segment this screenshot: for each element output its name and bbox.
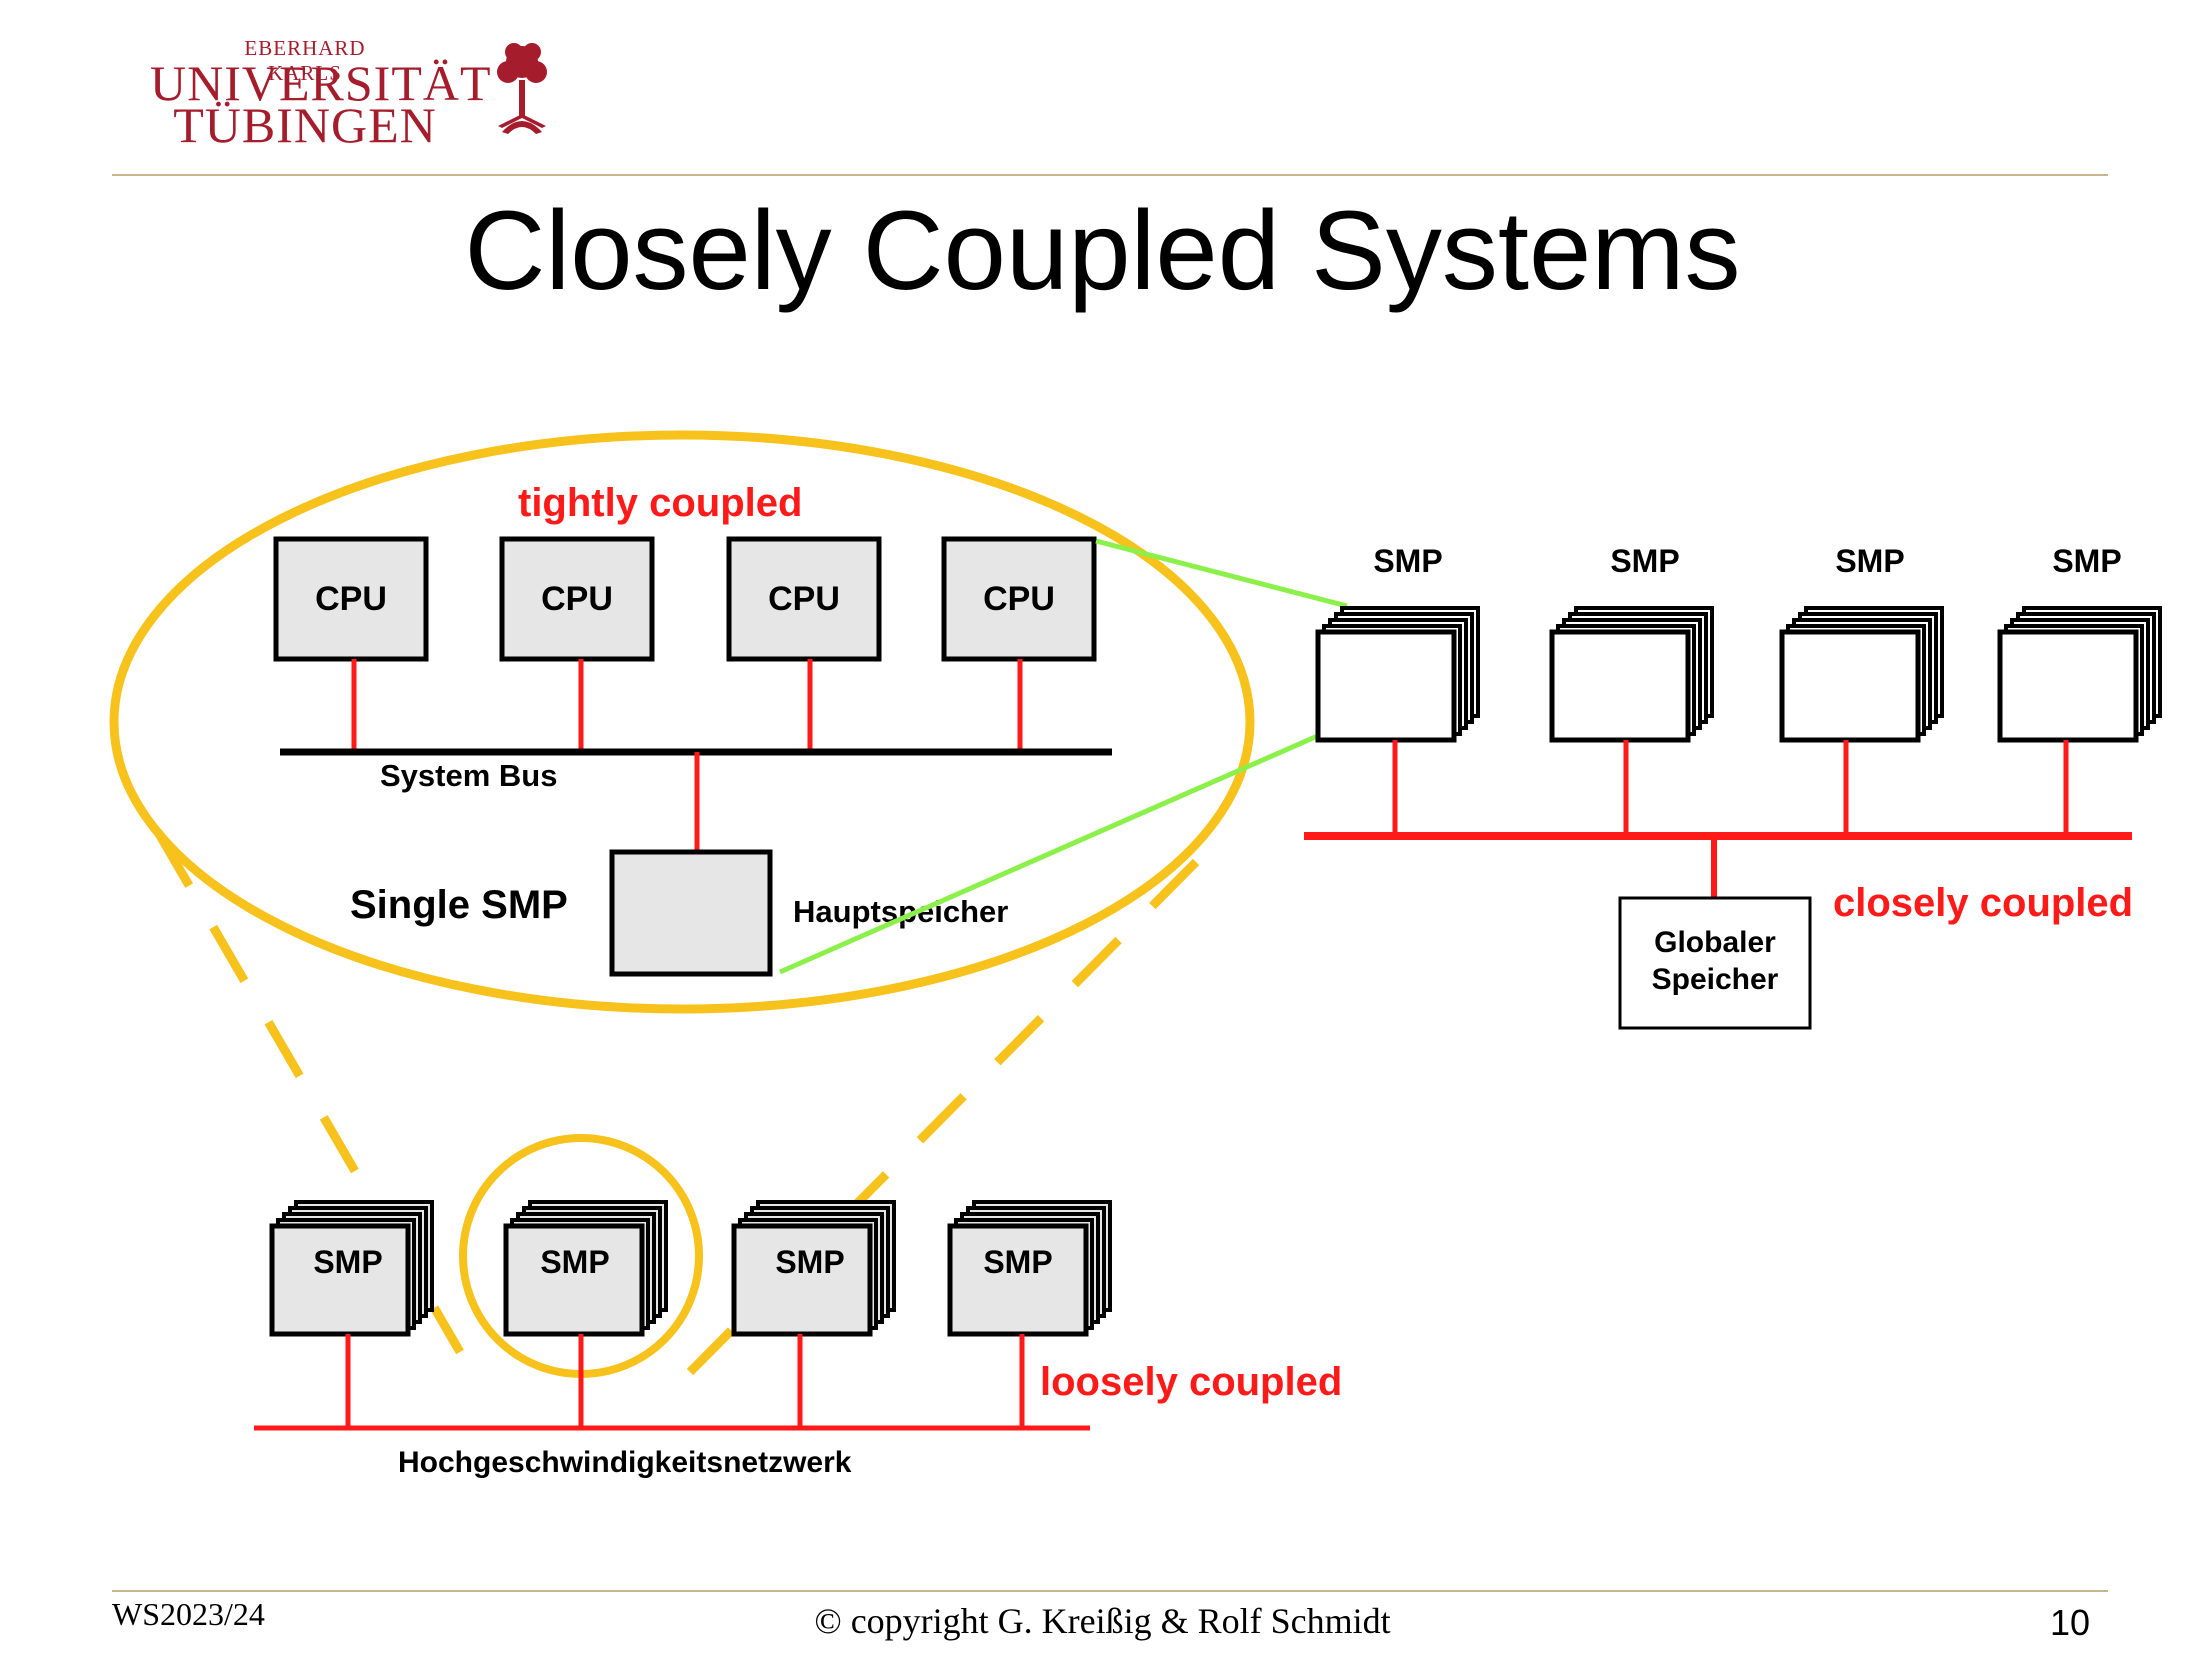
logo-university-name: UNIVERSITÄT	[150, 55, 492, 111]
cpu-box-1	[273, 536, 429, 662]
cpu-box-4	[941, 536, 1097, 662]
closely-smp-label-2: SMP	[1610, 543, 1679, 579]
page-number: 10	[2049, 1602, 2090, 1643]
cpu-label-2: CPU	[541, 580, 613, 618]
header-divider	[112, 174, 2108, 176]
single-smp-label: Single SMP	[350, 883, 568, 927]
closely-smp-node-2	[1552, 608, 1712, 740]
tight-coupling-ellipse	[109, 430, 1255, 1014]
green-link-bottom	[778, 731, 1324, 975]
cpu-label-1: CPU	[315, 580, 387, 618]
footer-copyright: © copyright G. Kreißig & Rolf Schmidt	[814, 1601, 1391, 1641]
loosely-coupled-label: loosely coupled	[1040, 1360, 1342, 1404]
network-label: Hochgeschwindigkeitsnetzwerk	[398, 1446, 852, 1479]
footer-divider	[112, 1590, 2108, 1592]
global-memory-label-2: Speicher	[1652, 963, 1779, 996]
main-memory-box	[609, 849, 773, 977]
slide-title: Closely Coupled Systems	[464, 188, 1741, 313]
global-memory-box	[1618, 896, 1812, 1030]
closely-coupled-label: closely coupled	[1833, 881, 2133, 925]
global-memory-label-1: Globaler	[1654, 926, 1776, 959]
footer-term: WS2023/24	[112, 1596, 265, 1632]
closely-smp-node-4	[2000, 608, 2160, 740]
hauptspeicher-label: Hauptspeicher	[793, 894, 1008, 929]
system-bus-label: System Bus	[380, 758, 557, 793]
closely-smp-label-3: SMP	[1835, 543, 1904, 579]
closely-smp-node-1	[1318, 608, 1478, 740]
cpu-box-2	[499, 536, 655, 662]
closely-smp-label-4: SMP	[2052, 543, 2121, 579]
loosely-smp-label-2: SMP	[540, 1244, 609, 1280]
closely-smp-node-3	[1782, 608, 1942, 740]
loosely-smp-label-1: SMP	[313, 1244, 382, 1280]
logo-university-name-small: EBERHARD KARLS	[244, 36, 366, 85]
tightly-coupled-label: tightly coupled	[518, 481, 802, 525]
loosely-smp-label-4: SMP	[983, 1244, 1052, 1280]
logo-university-city: TÜBINGEN	[173, 97, 437, 153]
green-link-top	[1095, 538, 1348, 609]
loosely-smp-label-3: SMP	[775, 1244, 844, 1280]
cpu-box-3	[726, 536, 882, 662]
cpu-label-4: CPU	[983, 580, 1055, 618]
tree-logo-icon	[497, 43, 547, 134]
closely-smp-label-1: SMP	[1373, 543, 1442, 579]
cpu-label-3: CPU	[768, 580, 840, 618]
